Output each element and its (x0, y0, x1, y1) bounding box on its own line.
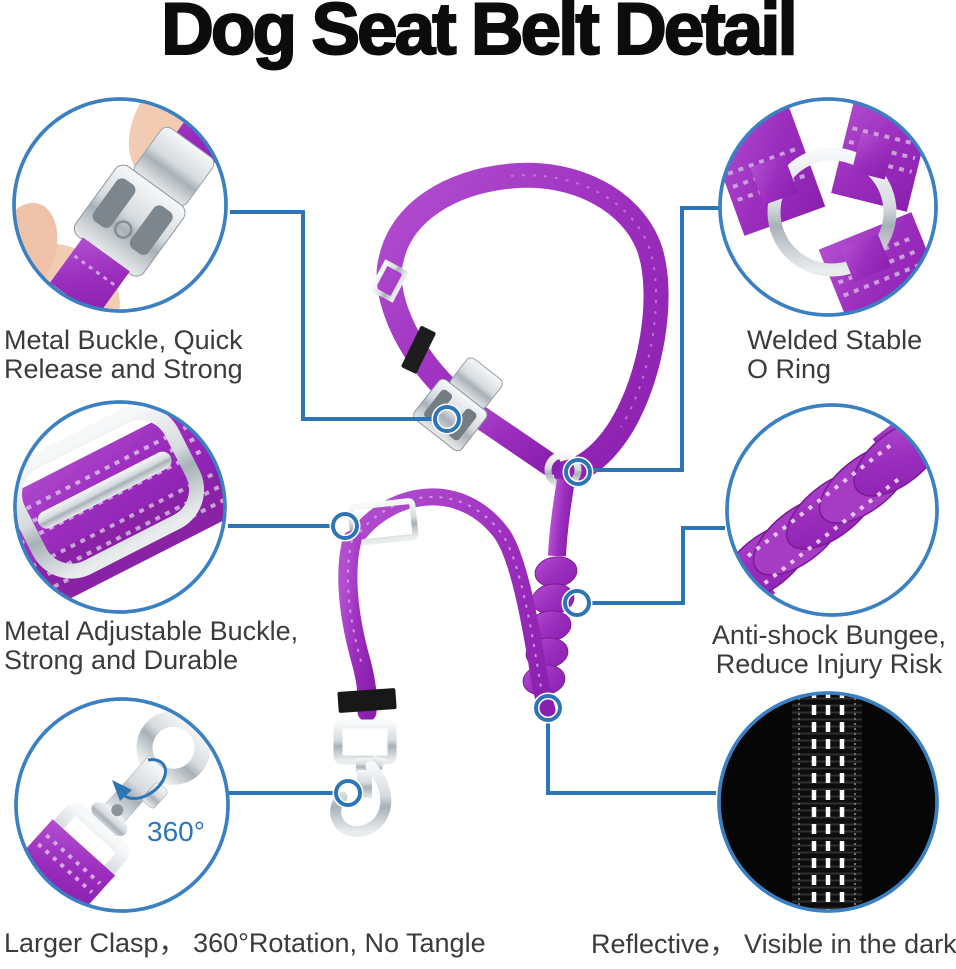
caption-larger-clasp: Larger Clasp， 360°Rotation, No Tangle (4, 928, 486, 958)
callout-circle-clasp (14, 697, 230, 913)
tether-left-strap (338, 530, 377, 722)
tether-slider (347, 498, 419, 546)
callout-circle-reflective (717, 691, 939, 913)
connector-metal-buckle (230, 210, 435, 421)
callout-circle-metal-buckle (12, 97, 228, 313)
collar-slider (368, 259, 410, 303)
connector-reflective (546, 721, 716, 795)
tether-adjuster (337, 688, 397, 713)
callout-circle-o-ring (718, 97, 938, 317)
product-snap-hook (330, 719, 397, 837)
rotation-arrow (119, 758, 167, 801)
caption-adjustable-buckle: Metal Adjustable Buckle, Strong and Dura… (4, 616, 299, 676)
callout-circle-adjustable-buckle (13, 400, 227, 614)
connector-endpoint-dots (329, 403, 594, 809)
collar-buckle (413, 357, 503, 452)
collar-adjuster (401, 326, 436, 374)
tether-arch-strap (351, 488, 556, 719)
page-title: Dog Seat Belt Detail (160, 0, 799, 71)
connector-lines (228, 206, 725, 795)
caption-reflective: Reflective， Visible in the dark (591, 929, 956, 959)
bungee-top-strap (548, 478, 575, 557)
rotation-badge: 360° (147, 816, 205, 847)
product-photo (330, 162, 669, 837)
connector-o-ring (591, 206, 719, 472)
connector-bungee (590, 526, 725, 605)
caption-metal-buckle: Metal Buckle, Quick Release and Strong (4, 325, 243, 385)
caption-welded-o-ring: Welded Stable O Ring (747, 325, 923, 385)
callout-circle-bungee (725, 403, 939, 617)
caption-anti-shock-bungee: Anti-shock Bungee, Reduce Injury Risk (711, 620, 947, 680)
collar-loop-strap (376, 162, 669, 486)
